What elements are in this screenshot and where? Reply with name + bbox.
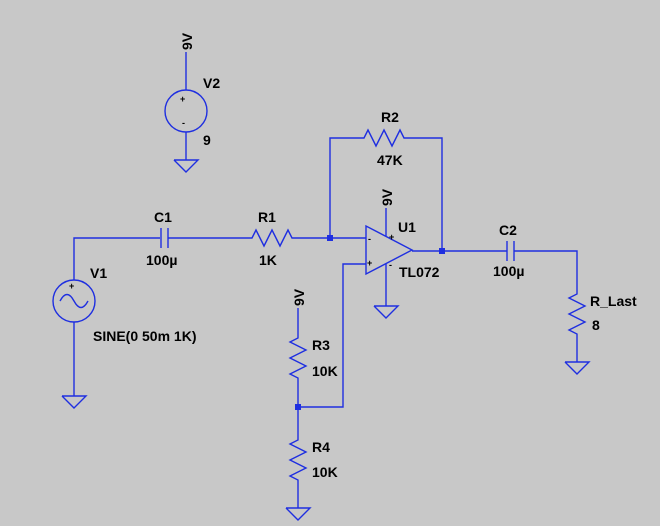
u1-opamp[interactable] <box>365 208 442 306</box>
u1-plus-mark: + <box>367 258 372 268</box>
ground-symbol-u1 <box>373 305 400 319</box>
r4-value: 10K <box>312 464 338 480</box>
svg-text:-: - <box>182 118 185 128</box>
v2-net-label: 9V <box>179 32 195 50</box>
r2-name: R2 <box>381 109 399 125</box>
wire-c2-load <box>514 250 578 290</box>
r3-name: R3 <box>312 337 330 353</box>
u1-supply-label: 9V <box>379 188 395 206</box>
svg-text:+: + <box>389 232 394 242</box>
v1-source[interactable]: + <box>52 279 96 396</box>
svg-text:+: + <box>69 281 74 291</box>
v1-value: SINE(0 50m 1K) <box>93 328 196 344</box>
v2-name: V2 <box>203 75 220 91</box>
r1-resistor[interactable] <box>248 228 296 248</box>
v1-name: V1 <box>90 265 107 281</box>
v2-value: 9 <box>203 132 211 148</box>
ground-symbol-rlast <box>564 361 591 375</box>
wire-input <box>73 237 160 280</box>
svg-text:-: - <box>389 260 392 270</box>
c2-name: C2 <box>499 222 517 238</box>
c1-value: 100µ <box>146 252 177 268</box>
rlast-value: 8 <box>592 317 600 333</box>
r1-value: 1K <box>259 252 277 268</box>
r2-value: 47K <box>377 152 403 168</box>
junction-inv-input <box>327 235 333 241</box>
c1-name: C1 <box>154 209 172 225</box>
rlast-resistor[interactable] <box>567 290 587 362</box>
c2-value: 100µ <box>493 263 524 279</box>
r1-name: R1 <box>258 209 276 225</box>
r2-resistor[interactable] <box>360 128 410 148</box>
u1-value: TL072 <box>399 264 440 280</box>
r3-value: 10K <box>312 363 338 379</box>
wire-noninv-bias <box>298 263 366 408</box>
ground-symbol-v1 <box>61 395 88 409</box>
ground-symbol-v2 <box>173 159 200 173</box>
v2-source[interactable]: + - <box>164 52 208 160</box>
svg-text:+: + <box>180 94 185 104</box>
rlast-name: R_Last <box>590 293 637 309</box>
c1-capacitor[interactable] <box>160 228 169 248</box>
r3-resistor[interactable] <box>288 334 308 382</box>
wire-feedback <box>329 137 360 238</box>
r4-resistor[interactable] <box>288 436 308 484</box>
u1-name: U1 <box>398 219 416 235</box>
junction-divider <box>295 404 301 410</box>
wire-feedback-out <box>410 137 443 251</box>
r3-net-label: 9V <box>291 288 307 306</box>
u1-minus-mark: - <box>368 234 371 244</box>
c2-capacitor[interactable] <box>506 241 515 261</box>
r4-name: R4 <box>312 439 330 455</box>
ground-symbol-r4 <box>285 507 312 521</box>
